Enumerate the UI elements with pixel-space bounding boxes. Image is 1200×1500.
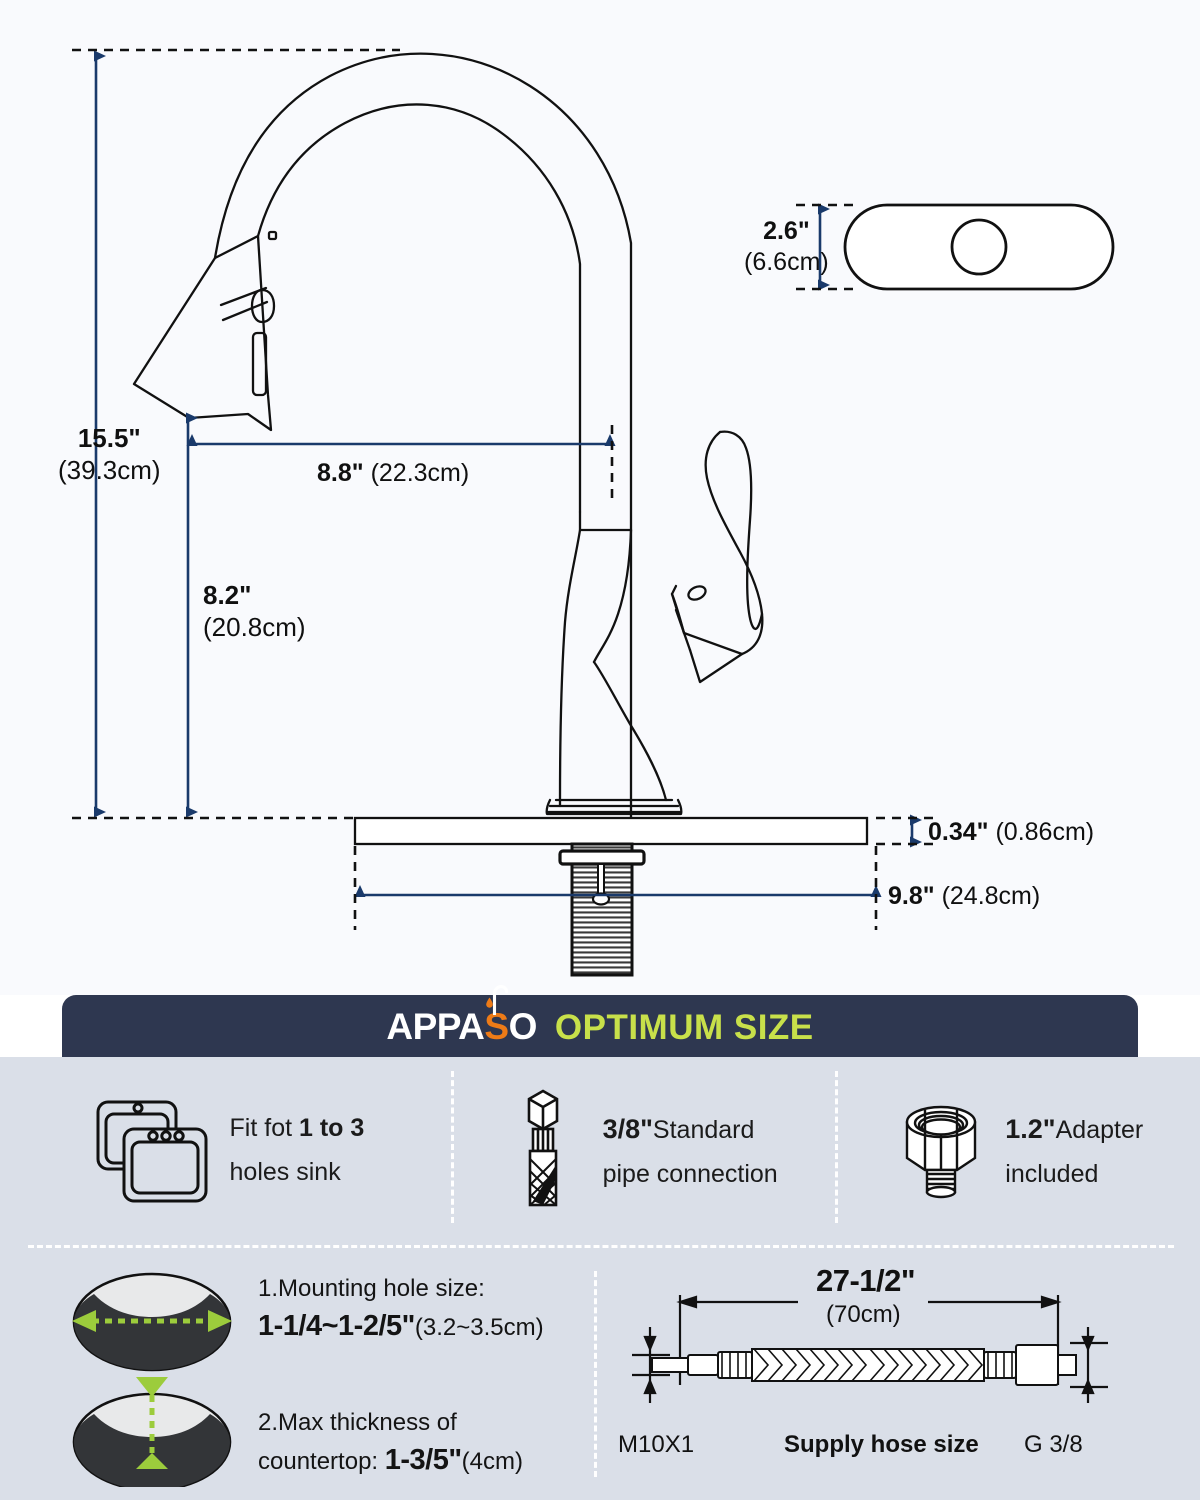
sink-holes-icon (96, 1100, 208, 1203)
mounting-shank (558, 842, 646, 977)
mounting-specs-text: 1.Mounting hole size: 1-1/4~1-2/5"(3.2~3… (258, 1272, 544, 1481)
hose-length-inch: 27-1/2" (816, 1263, 916, 1298)
feature-row-bottom: 1.Mounting hole size: 1-1/4~1-2/5"(3.2~3… (0, 1253, 1200, 1500)
pipe-connector-icon (527, 1089, 558, 1207)
banner-title: OPTIMUM SIZE (554, 1007, 814, 1047)
feature-panel: Fit fot 1 to 3 holes sink (0, 1057, 1200, 1500)
dim-deck-thickness-label: 0.34" (0.86cm) (928, 818, 1095, 846)
dim-spout-reach-label: 8.8" (22.3cm) (317, 459, 470, 487)
mounting-hose-divider (594, 1271, 597, 1477)
brand-wordmark: APPASO (386, 1005, 537, 1047)
countertop-slab (353, 816, 869, 846)
feature-sink-holes: Fit fot 1 to 3 holes sink (0, 1057, 454, 1245)
deck-plate-drawing (843, 203, 1115, 291)
mounting-diagram-icons (72, 1272, 232, 1487)
feature-row-divider (28, 1245, 1174, 1248)
feature-pipe-connection: 3/8"Standard pipe connection (454, 1057, 839, 1245)
feature-sink-holes-text: Fit fot 1 to 3 holes sink (229, 1114, 365, 1186)
hose-end-left-label: M10X1 (618, 1431, 695, 1458)
dim-spout-height-label: 8.2" (20.8cm) (203, 580, 306, 642)
appaso-logo: APPASO (386, 984, 537, 1047)
faucet-outline (132, 52, 764, 820)
supply-hose-block: 27-1/2" (70cm) M10X1 Supply hose size G … (594, 1253, 1200, 1500)
feature-adapter-text: 1.2"Adapter included (1005, 1113, 1144, 1188)
hose-length-metric: (70cm) (826, 1301, 901, 1328)
hose-caption: Supply hose size (784, 1431, 979, 1458)
mounting-hole-spec: 1.Mounting hole size: 1-1/4~1-2/5"(3.2~3… (258, 1275, 544, 1343)
feature-divider-1 (450, 1071, 454, 1223)
dim-total-height-label: 15.5" (39.3cm) (58, 423, 161, 485)
adapter-nut-icon (906, 1105, 977, 1199)
feature-adapter: 1.2"Adapter included (838, 1057, 1200, 1245)
faucet-logo-icon (486, 984, 509, 1015)
mounting-specs-block: 1.Mounting hole size: 1-1/4~1-2/5"(3.2~3… (0, 1253, 594, 1500)
brand-banner: APPASO OPTIMUM SIZE (62, 984, 1138, 1057)
faucet-dimension-drawing (72, 48, 1115, 977)
countertop-thickness-spec: 2.Max thickness of countertop: 1-3/5"(4c… (258, 1408, 523, 1476)
feature-divider-2 (835, 1071, 839, 1223)
feature-pipe-text: 3/8"Standard pipe connection (602, 1113, 778, 1188)
dim-deck-plate-label: 2.6" (6.6cm) (744, 217, 829, 276)
dim-base-width-label: 9.8" (24.8cm) (888, 882, 1041, 910)
dimension-lines (94, 50, 922, 897)
technical-drawing-area: 15.5" (39.3cm) 8.8" (22.3cm) 8.2" (20.8c… (58, 48, 1115, 977)
feature-row-top: Fit fot 1 to 3 holes sink (0, 1057, 1200, 1245)
extension-lines (72, 48, 940, 930)
braided-hose-icon (632, 1295, 1108, 1403)
hose-end-right-label: G 3/8 (1024, 1431, 1083, 1458)
